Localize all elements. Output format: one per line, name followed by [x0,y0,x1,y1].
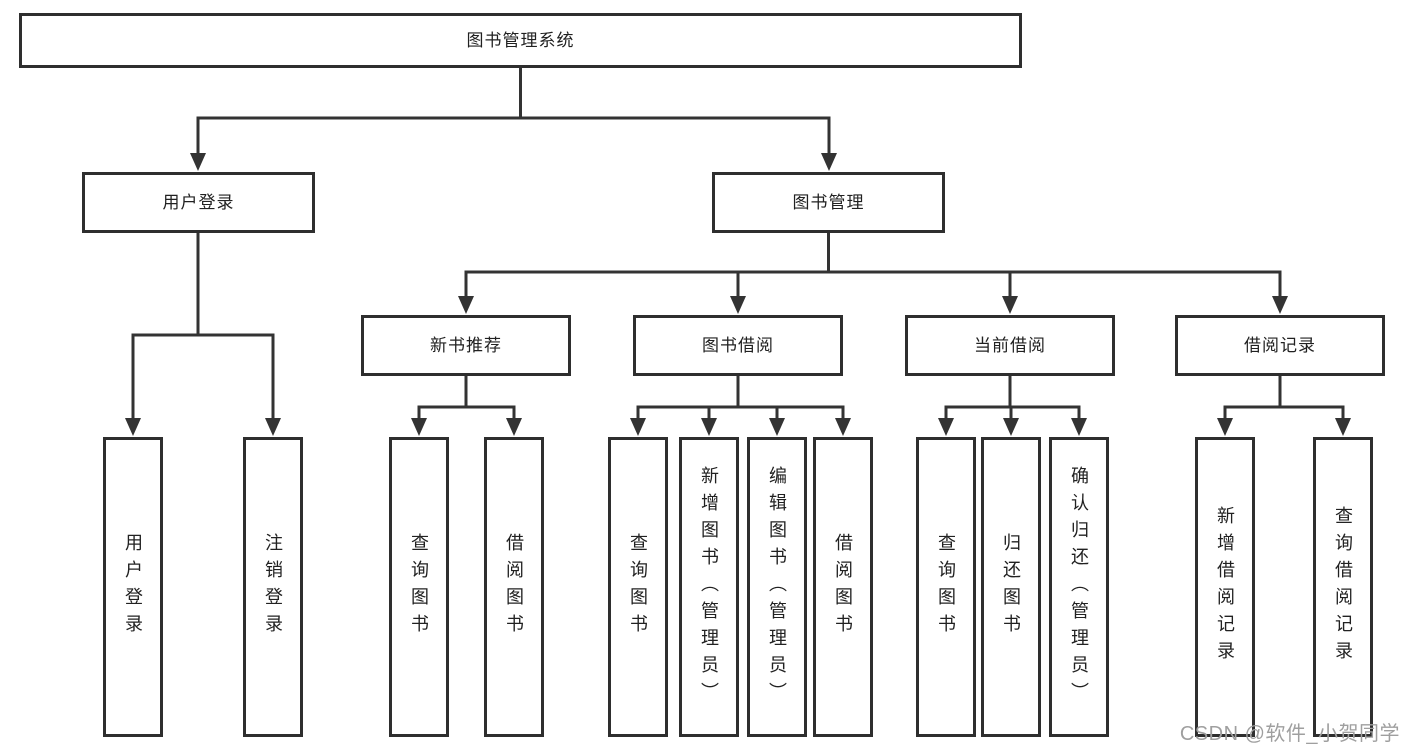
node-borrow-records: 借阅记录 [1175,315,1385,376]
connector-borrow-records-branch [1223,376,1345,420]
node-label: 查询图书 [628,533,648,641]
node-label: 图书管理 [792,193,865,212]
node-label: 图书管理系统 [466,31,575,50]
node-current-borrow: 当前借阅 [905,315,1115,376]
node-label: 查询图书 [409,533,429,641]
leaf-add-borrow-record: 新增借阅记录 [1195,437,1255,737]
leaf-logout: 注销登录 [243,437,303,737]
arrowheads-borrow-records-leaves [1217,418,1351,436]
node-book-borrow: 图书借阅 [633,315,843,376]
arrowheads-current-borrow-leaves [938,418,1087,436]
node-label: 借阅图书 [504,533,524,641]
leaf-query-books-current: 查询图书 [916,437,976,737]
leaf-confirm-return-admin: 确认归还（管理员） [1049,437,1109,737]
node-label: 用户登录 [162,193,235,212]
node-library-management-system: 图书管理系统 [19,13,1022,68]
arrowheads-new-book-recommend-leaves [411,418,522,436]
node-new-book-recommend: 新书推荐 [361,315,571,376]
node-label: 注销登录 [263,533,283,641]
connector-current-borrow-branch [944,376,1081,420]
node-book-management: 图书管理 [712,172,945,233]
leaf-edit-books-admin: 编辑图书（管理员） [747,437,807,737]
node-label: 查询图书 [936,533,956,641]
node-label: 编辑图书（管理员） [767,465,787,709]
node-label: 新增图书（管理员） [699,465,719,709]
node-label: 图书借阅 [702,336,774,355]
leaf-query-borrow-record: 查询借阅记录 [1313,437,1373,737]
leaf-borrow-books: 借阅图书 [813,437,873,737]
node-label: 当前借阅 [974,336,1046,355]
leaf-return-books: 归还图书 [981,437,1041,737]
node-label: 用户登录 [123,533,143,641]
node-label: 查询借阅记录 [1333,506,1353,668]
node-user-login: 用户登录 [82,172,315,233]
connector-new-book-recommend-branch [417,376,516,420]
connector-user-login-branch [131,233,275,419]
leaf-borrow-books-recommend: 借阅图书 [484,437,544,737]
arrowheads-user-login-leaves [125,418,281,436]
connector-root-to-level1 [196,67,831,156]
connector-book-management-branch [464,233,1282,298]
node-label: 新增借阅记录 [1215,506,1235,668]
leaf-add-books-admin: 新增图书（管理员） [679,437,739,737]
node-label: 借阅记录 [1244,336,1316,355]
connector-book-borrow-branch [636,376,845,420]
leaf-query-books-borrow: 查询图书 [608,437,668,737]
leaf-query-books-recommend: 查询图书 [389,437,449,737]
node-label: 借阅图书 [833,533,853,641]
node-label: 确认归还（管理员） [1069,465,1089,709]
node-label: 新书推荐 [430,336,502,355]
node-label: 归还图书 [1001,533,1021,641]
arrowheads-level2 [458,296,1288,314]
arrowheads-book-borrow-leaves [630,418,851,436]
leaf-user-login: 用户登录 [103,437,163,737]
arrowheads-level1 [190,153,837,171]
